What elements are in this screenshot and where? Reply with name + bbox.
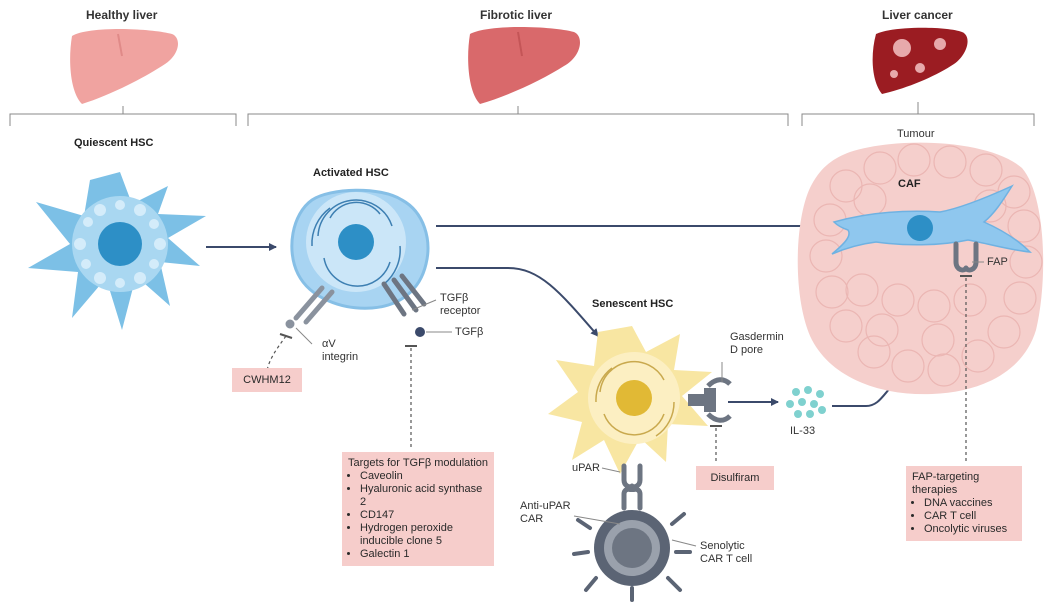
senolytic-car-t-cell [572,510,692,602]
anti-upar-car-icon [621,486,643,511]
quiescent-hsc-title: Quiescent HSC [74,137,154,149]
cwhm12-box: CWHM12 [232,368,302,392]
integrin-leader-line [295,327,313,345]
fap-therapy-item: DNA vaccines [924,497,1016,510]
stage-title-fibrotic: Fibrotic liver [480,8,553,22]
fap-label: FAP [987,256,1008,268]
gasdermin-d-pore-icon [688,377,732,423]
tgfb-ligand-icon [415,327,425,337]
arrow-activated-to-senescent [436,267,599,337]
fap-therapies-box: FAP-targeting therapies DNA vaccines CAR… [906,466,1022,541]
cwhm12-inhibition-line [265,333,293,377]
senescent-hsc-title: Senescent HSC [592,298,674,310]
tumour-label: Tumour [897,128,935,140]
fap-inhibition-line [960,275,972,464]
il33-label: IL-33 [790,425,816,437]
av-integrin-label: αV integrin [322,338,359,363]
tgfb-receptor-label: TGFβ receptor [440,292,481,317]
cancer-liver-icon [872,27,968,94]
healthy-liver-icon [70,29,178,104]
disulfiram-box: Disulfiram [696,466,774,490]
fap-therapy-item: Oncolytic viruses [924,523,1016,536]
tgfb-targets-title: Targets for TGFβ modulation [348,457,489,469]
activated-hsc-title: Activated HSC [313,167,389,179]
upar-receptor-icon [621,463,643,490]
tgfb-target-item: Caveolin [360,470,488,483]
anti-upar-leader-line [573,515,621,525]
tgfb-targets-box: Targets for TGFβ modulation Caveolin Hya… [342,452,494,566]
fibrotic-liver-icon [468,27,580,104]
tgfb-target-item: Hydrogen peroxide inducible clone 5 [360,522,488,548]
quiescent-hsc-cell [28,172,206,330]
upar-label: uPAR [572,462,600,474]
car-t-leader-line [671,539,697,547]
disulfiram-inhibition-line [710,425,722,462]
anti-upar-car-label: Anti-uPAR CAR [520,500,571,525]
fap-therapies-title: FAP-targeting therapies [912,471,980,496]
senescent-hsc-cell [548,326,712,474]
av-integrin-icon [285,285,335,329]
senolytic-car-t-label: Senolytic CAR T cell [700,540,753,565]
tgfb-target-item: Galectin 1 [360,548,488,561]
stage-title-cancer: Liver cancer [882,8,953,22]
il33-molecules-icon [786,386,826,418]
upar-leader-line [601,467,621,473]
tgfb-receptor-icon [381,273,427,317]
fap-therapy-item: CAR T cell [924,510,1016,523]
tgfb-label: TGFβ [455,326,484,338]
stage-title-healthy: Healthy liver [86,8,158,22]
stage-brackets [9,102,1035,126]
tumour-mass [797,142,1044,395]
tgfb-inhibition-line [405,345,417,450]
gasdermin-label: Gasdermin D pore [730,331,784,356]
tgfb-receptor-leader-line [411,299,437,311]
activated-hsc-cell [290,188,430,310]
tgfb-target-item: Hyaluronic acid synthase 2 [360,483,488,509]
caf-title: CAF [898,178,921,190]
tgfb-target-item: CD147 [360,509,488,522]
